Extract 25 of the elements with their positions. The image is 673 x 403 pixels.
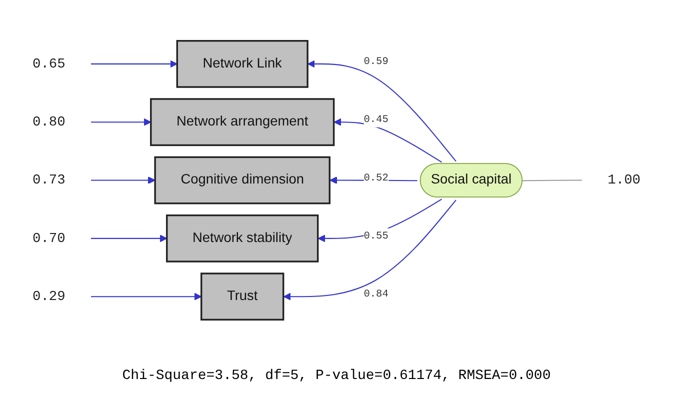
node-text: 0.80: [32, 114, 66, 130]
edge-label: 0.45: [364, 113, 388, 126]
edge-label: 0.84: [364, 288, 388, 300]
arrow: [91, 118, 152, 126]
node-text: 0.73: [32, 172, 66, 188]
fit-statistics-caption: Chi-Square=3.58, df=5, P-value=0.61174, RMSEA=0.000: [121, 368, 552, 384]
node-box: Network Link: [176, 40, 308, 88]
connector: [522, 179, 582, 181]
node-text: 1.00: [608, 172, 640, 188]
node-text: 0.70: [32, 230, 66, 246]
arrow: [91, 60, 178, 68]
node-box: Cognitive dimension: [154, 156, 330, 204]
node-box: Network stability: [166, 214, 319, 262]
arrow: [91, 292, 202, 300]
arrow: [334, 118, 442, 162]
node-text: 0.29: [32, 288, 66, 304]
edge-label: 0.52: [364, 171, 388, 184]
edge-label: 0.55: [364, 230, 388, 242]
arrow: [91, 234, 168, 242]
node-box: Network arrangement: [150, 98, 335, 146]
node-box: Trust: [200, 272, 284, 320]
arrow: [308, 60, 456, 162]
node-text: 0.65: [32, 56, 66, 72]
arrow: [91, 176, 156, 184]
edge-label: 0.59: [364, 55, 388, 68]
